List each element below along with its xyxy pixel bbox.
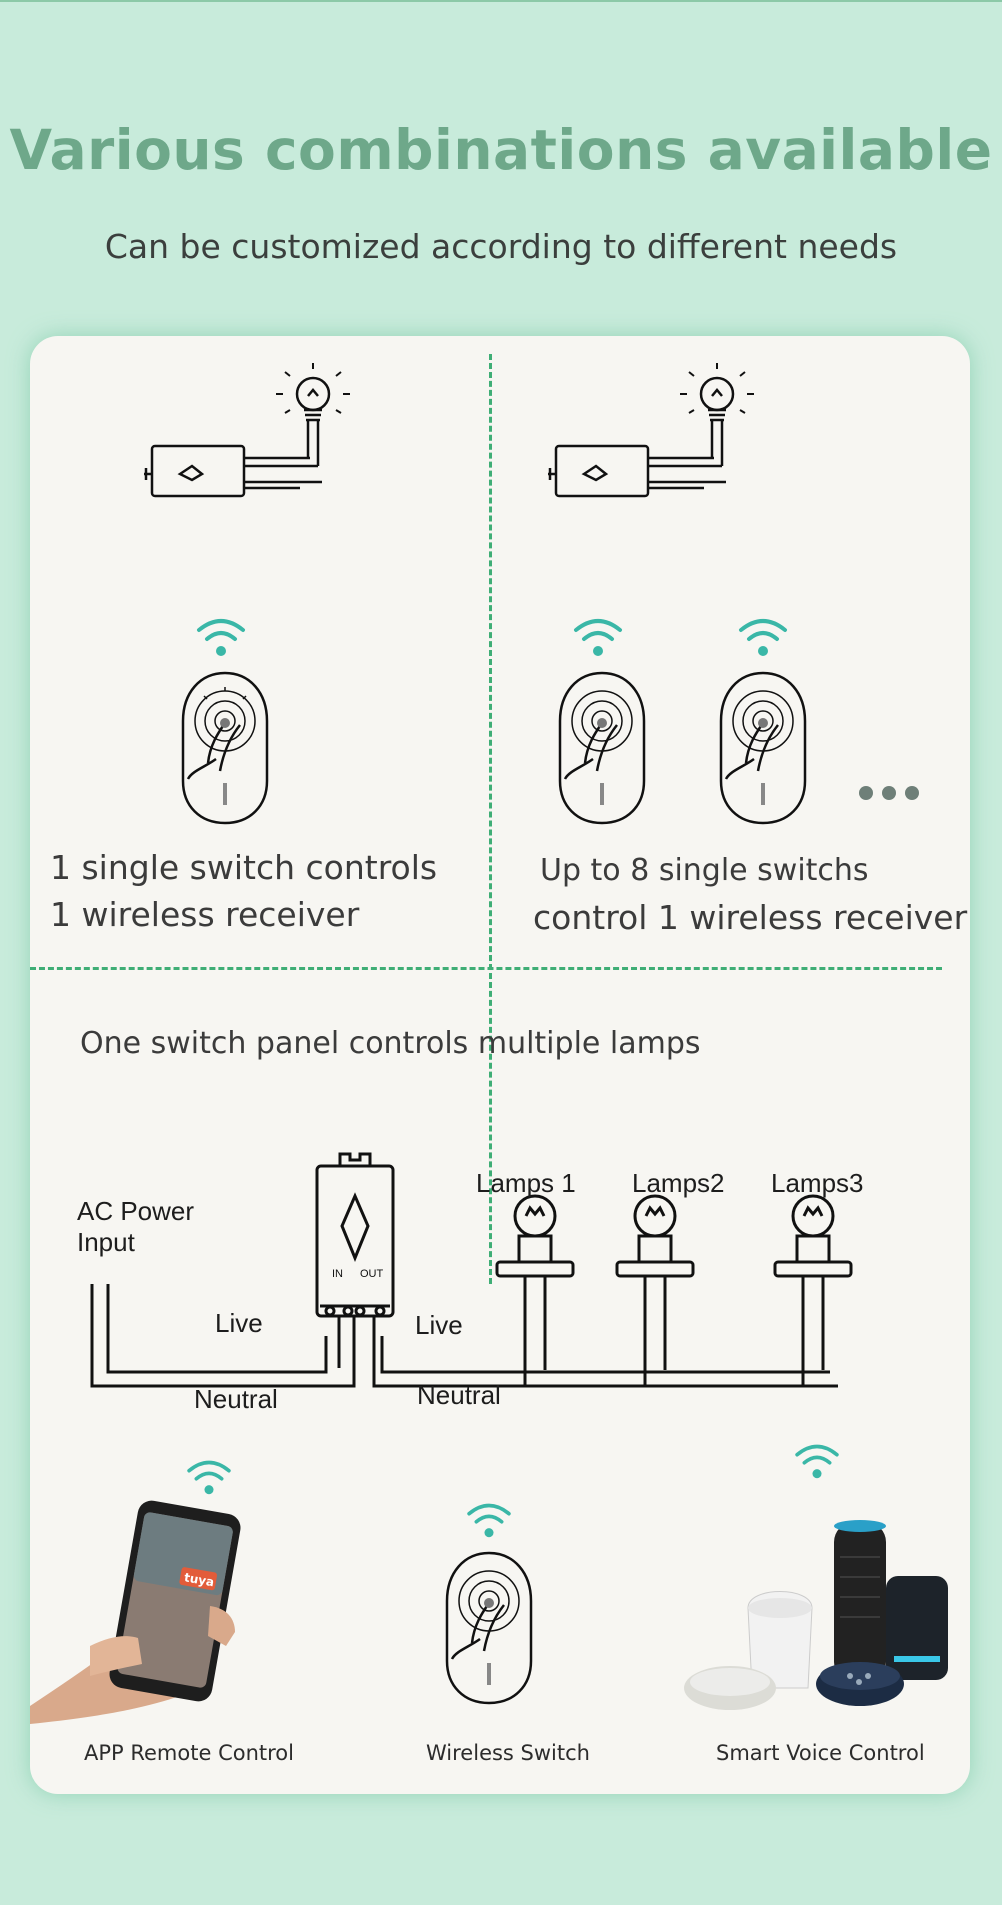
- page-subtitle: Can be customized according to different…: [104, 227, 898, 266]
- single-line1: 1 single switch controls: [50, 848, 438, 887]
- wireless-switch-icon: [558, 671, 646, 825]
- single-line2: 1 wireless receiver: [50, 895, 360, 934]
- wifi-icon: [739, 619, 787, 656]
- wireless-switch-icon: [445, 1551, 533, 1705]
- lamp-label-1: Lamps 1: [476, 1168, 576, 1198]
- live-label-right: Live: [415, 1310, 463, 1340]
- wifi-icon: [197, 619, 245, 656]
- tuya-brand: tuya: [183, 1570, 215, 1589]
- multi-line2: control 1 wireless receiver: [533, 898, 968, 937]
- receiver-bulb-icon: [144, 363, 350, 498]
- wiring-title: One switch panel controls multiple lamps: [80, 1026, 701, 1061]
- terminal-out-label: OUT: [360, 1268, 384, 1280]
- receiver-bulb-icon: [548, 363, 754, 498]
- ac-power-label: AC Power: [77, 1196, 195, 1226]
- smart-speakers-icon: [684, 1520, 948, 1710]
- more-dots-icon: [859, 786, 919, 800]
- lamp-label-2: Lamps2: [632, 1168, 725, 1198]
- phone-in-hand-icon: tuya: [30, 1500, 241, 1724]
- wireless-switch-icon: [181, 671, 269, 825]
- terminal-in-label: IN: [332, 1268, 343, 1280]
- wifi-icon: [187, 1460, 231, 1495]
- live-label-left: Live: [215, 1308, 263, 1338]
- control-label-switch: Wireless Switch: [426, 1741, 590, 1765]
- vertical-divider: [489, 354, 492, 1284]
- multi-line1: Up to 8 single switchs: [540, 853, 869, 888]
- lamp-label-3: Lamps3: [771, 1168, 864, 1198]
- wifi-icon: [574, 619, 622, 656]
- neutral-label-left: Neutral: [194, 1384, 278, 1414]
- input-label: Input: [77, 1227, 135, 1257]
- wifi-icon: [467, 1503, 511, 1538]
- neutral-label-right: Neutral: [417, 1380, 501, 1410]
- page-title: Various combinations available: [9, 118, 993, 182]
- wireless-switch-icon: [719, 671, 807, 825]
- wiring-diagram: [90, 1152, 853, 1388]
- horizontal-divider: [30, 967, 942, 970]
- combinations-card: 1 single switch controls 1 wireless rece…: [30, 336, 970, 1794]
- top-border: [0, 0, 1002, 2]
- wifi-icon: [795, 1444, 839, 1479]
- control-label-app: APP Remote Control: [84, 1741, 294, 1765]
- control-label-voice: Smart Voice Control: [716, 1741, 925, 1765]
